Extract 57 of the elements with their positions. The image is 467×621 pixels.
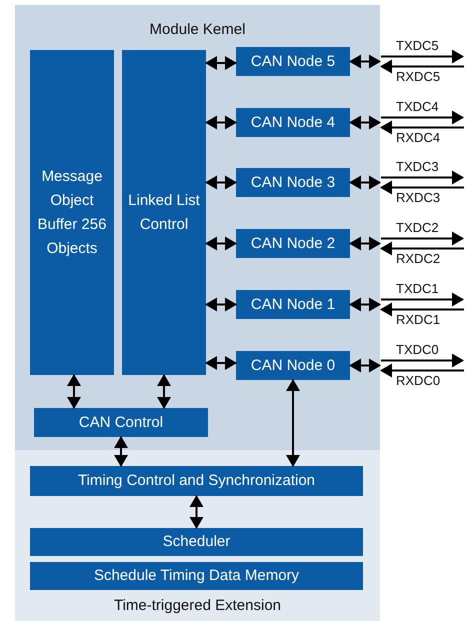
block: CAN Node 4	[236, 108, 350, 137]
arrow	[205, 176, 237, 190]
region-title: Time-triggered Extension	[112, 596, 282, 616]
arrow	[286, 379, 300, 467]
arrow	[349, 358, 381, 372]
arrow	[380, 242, 464, 256]
block: Scheduler	[30, 528, 363, 556]
arrow	[380, 302, 464, 316]
arrow	[380, 180, 464, 194]
edge-label: TXDC4	[396, 98, 439, 114]
edge-label: TXDC3	[396, 158, 439, 174]
arrow	[381, 292, 464, 306]
arrow	[114, 436, 128, 467]
arrow	[205, 298, 237, 312]
arrow	[381, 110, 464, 124]
arrow	[157, 374, 171, 409]
block: CAN Control	[34, 408, 208, 437]
module-region	[15, 5, 380, 450]
arrow	[380, 364, 464, 378]
arrow	[381, 50, 464, 64]
edge-label: TXDC1	[396, 280, 439, 296]
arrow	[205, 116, 237, 130]
arrow	[349, 298, 381, 312]
edge-label: RXDC1	[396, 312, 440, 328]
arrow	[349, 236, 381, 250]
block: CAN Node 0	[236, 351, 350, 380]
region-title: Module Kemel	[148, 20, 246, 40]
arrow	[380, 60, 464, 74]
edge-label: TXDC2	[396, 220, 439, 236]
arrow	[381, 232, 464, 246]
block: CAN Node 2	[236, 229, 350, 258]
arrow	[205, 236, 237, 250]
edge-label: RXDC5	[396, 68, 440, 84]
arrow	[381, 170, 464, 184]
block: Message Object Buffer 256 Objects	[30, 50, 114, 375]
block: CAN Node 5	[236, 47, 350, 76]
arrow	[349, 54, 381, 68]
arrow	[349, 116, 381, 130]
edge-label: RXDC0	[396, 372, 440, 388]
edge-label: TXDC5	[396, 38, 439, 54]
arrow	[205, 56, 237, 70]
edge-label: RXDC4	[396, 130, 440, 146]
block: Schedule Timing Data Memory	[30, 562, 363, 590]
arrow	[205, 356, 237, 370]
arrow	[349, 176, 381, 190]
edge-label: RXDC3	[396, 190, 440, 206]
arrow	[380, 120, 464, 134]
edge-label: RXDC2	[396, 250, 440, 266]
arrow	[190, 495, 204, 529]
arrow	[67, 374, 81, 409]
arrow	[381, 354, 464, 368]
block: Timing Control and Synchronization	[30, 466, 363, 496]
block: CAN Node 3	[236, 168, 350, 197]
edge-label: TXDC0	[396, 342, 439, 358]
block: Linked List Control	[122, 50, 206, 375]
block: CAN Node 1	[236, 290, 350, 319]
module-region	[15, 450, 380, 621]
